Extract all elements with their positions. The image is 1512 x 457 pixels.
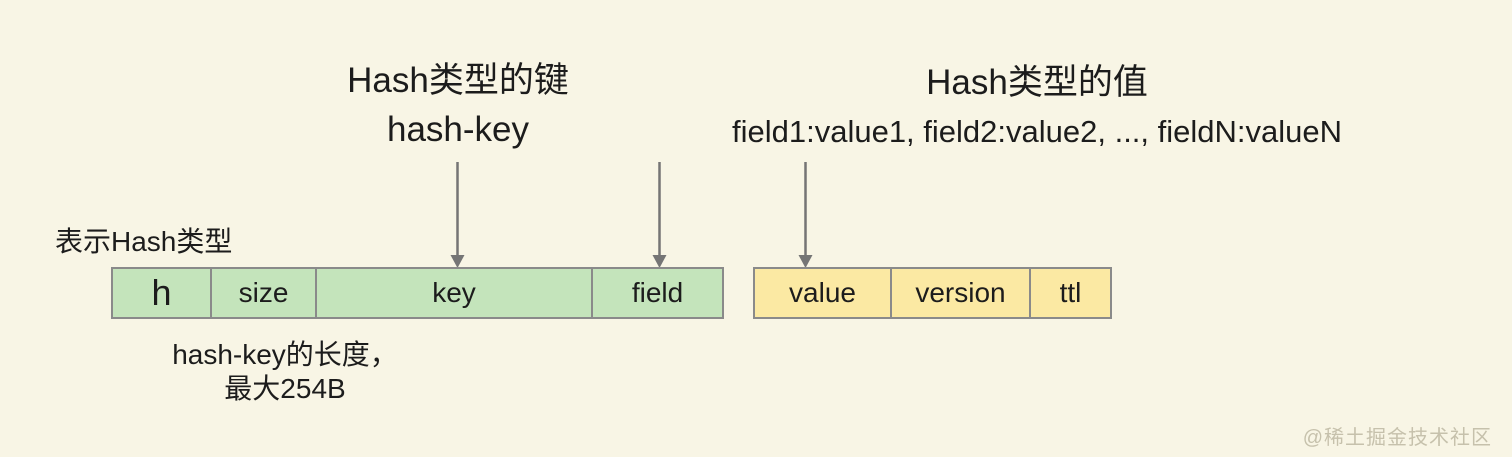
arrow-to-key-icon — [450, 162, 465, 268]
value-title-block: Hash类型的值 field1:value1, field2:value2, .… — [587, 58, 1487, 156]
value-record-cell-ttl: ttl — [1029, 267, 1112, 319]
value-record-cell-value: value — [753, 267, 892, 319]
key-length-note-line1: hash-key的长度， — [172, 339, 398, 370]
key-record-cell-field: field — [591, 267, 724, 319]
key-length-note: hash-key的长度， 最大254B — [110, 338, 460, 406]
key-title-block: Hash类型的键 hash-key — [258, 56, 658, 154]
arrow-to-value-icon — [798, 162, 813, 268]
key-record-cell-h: h — [111, 267, 212, 319]
key-record-cell-size: size — [210, 267, 317, 319]
hash-type-label: 表示Hash类型 — [55, 226, 233, 257]
watermark: @稀土掘金技术社区 — [1302, 427, 1492, 449]
value-subtitle: field1:value1, field2:value2, ..., field… — [731, 114, 1343, 149]
value-title: Hash类型的值 — [926, 63, 1148, 102]
key-title: Hash类型的键 — [347, 61, 569, 100]
key-subtitle: hash-key — [386, 110, 530, 149]
hash-key-record: h size key field — [111, 267, 724, 319]
arrow-to-field-icon — [652, 162, 667, 268]
key-length-note-line2: 最大254B — [224, 373, 346, 404]
hash-value-record: value version ttl — [753, 267, 1112, 319]
key-record-cell-key: key — [315, 267, 593, 319]
value-record-cell-version: version — [890, 267, 1031, 319]
